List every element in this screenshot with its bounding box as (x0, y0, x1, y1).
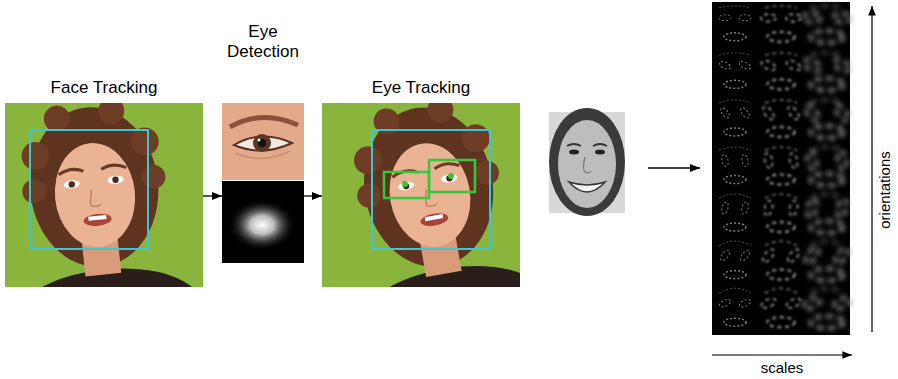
gabor-grid (712, 2, 850, 335)
gabor-response (803, 241, 851, 281)
gabor-response (761, 241, 801, 280)
gabor-response (803, 6, 851, 43)
axis-label: orientations (876, 151, 894, 229)
gabor-response (718, 288, 751, 326)
image-panel: Eye Tracking (322, 78, 520, 287)
flow-arrow (304, 195, 322, 196)
gabor-response (719, 194, 751, 231)
image-panel: Face Tracking (5, 78, 203, 287)
gabor-response (763, 194, 799, 232)
gabor-response (760, 53, 802, 90)
gabor-response (805, 194, 848, 233)
panel-heading: Face Tracking (9, 78, 199, 98)
eye-tracking-photo (320, 85, 552, 374)
eye-probability-map (222, 181, 304, 263)
gabor-response (802, 288, 852, 328)
gabor-response (719, 241, 751, 279)
gabor-response (761, 6, 801, 42)
gabor-response (803, 100, 851, 138)
gabor-response (760, 288, 802, 327)
gabor-response (761, 100, 801, 137)
eye-patch (222, 103, 304, 180)
axis-arrow (871, 6, 872, 332)
process-arrow (648, 167, 700, 168)
panel-heading: Eye Detection (222, 22, 304, 62)
gabor-response (763, 147, 798, 185)
gabor-response (719, 100, 751, 136)
axis-arrow (712, 354, 852, 355)
face-photo (0, 91, 207, 369)
gabor-response (719, 6, 751, 41)
gabor-response (719, 147, 751, 184)
axis-label: scales (761, 359, 804, 377)
normalized-face (549, 108, 625, 216)
flow-arrow (203, 195, 222, 196)
gabor-response (802, 53, 852, 91)
panel-heading: Eye Tracking (326, 78, 516, 98)
gabor-response (806, 147, 849, 186)
gabor-response (718, 53, 751, 89)
image-panel: Eye Detection (222, 22, 304, 263)
